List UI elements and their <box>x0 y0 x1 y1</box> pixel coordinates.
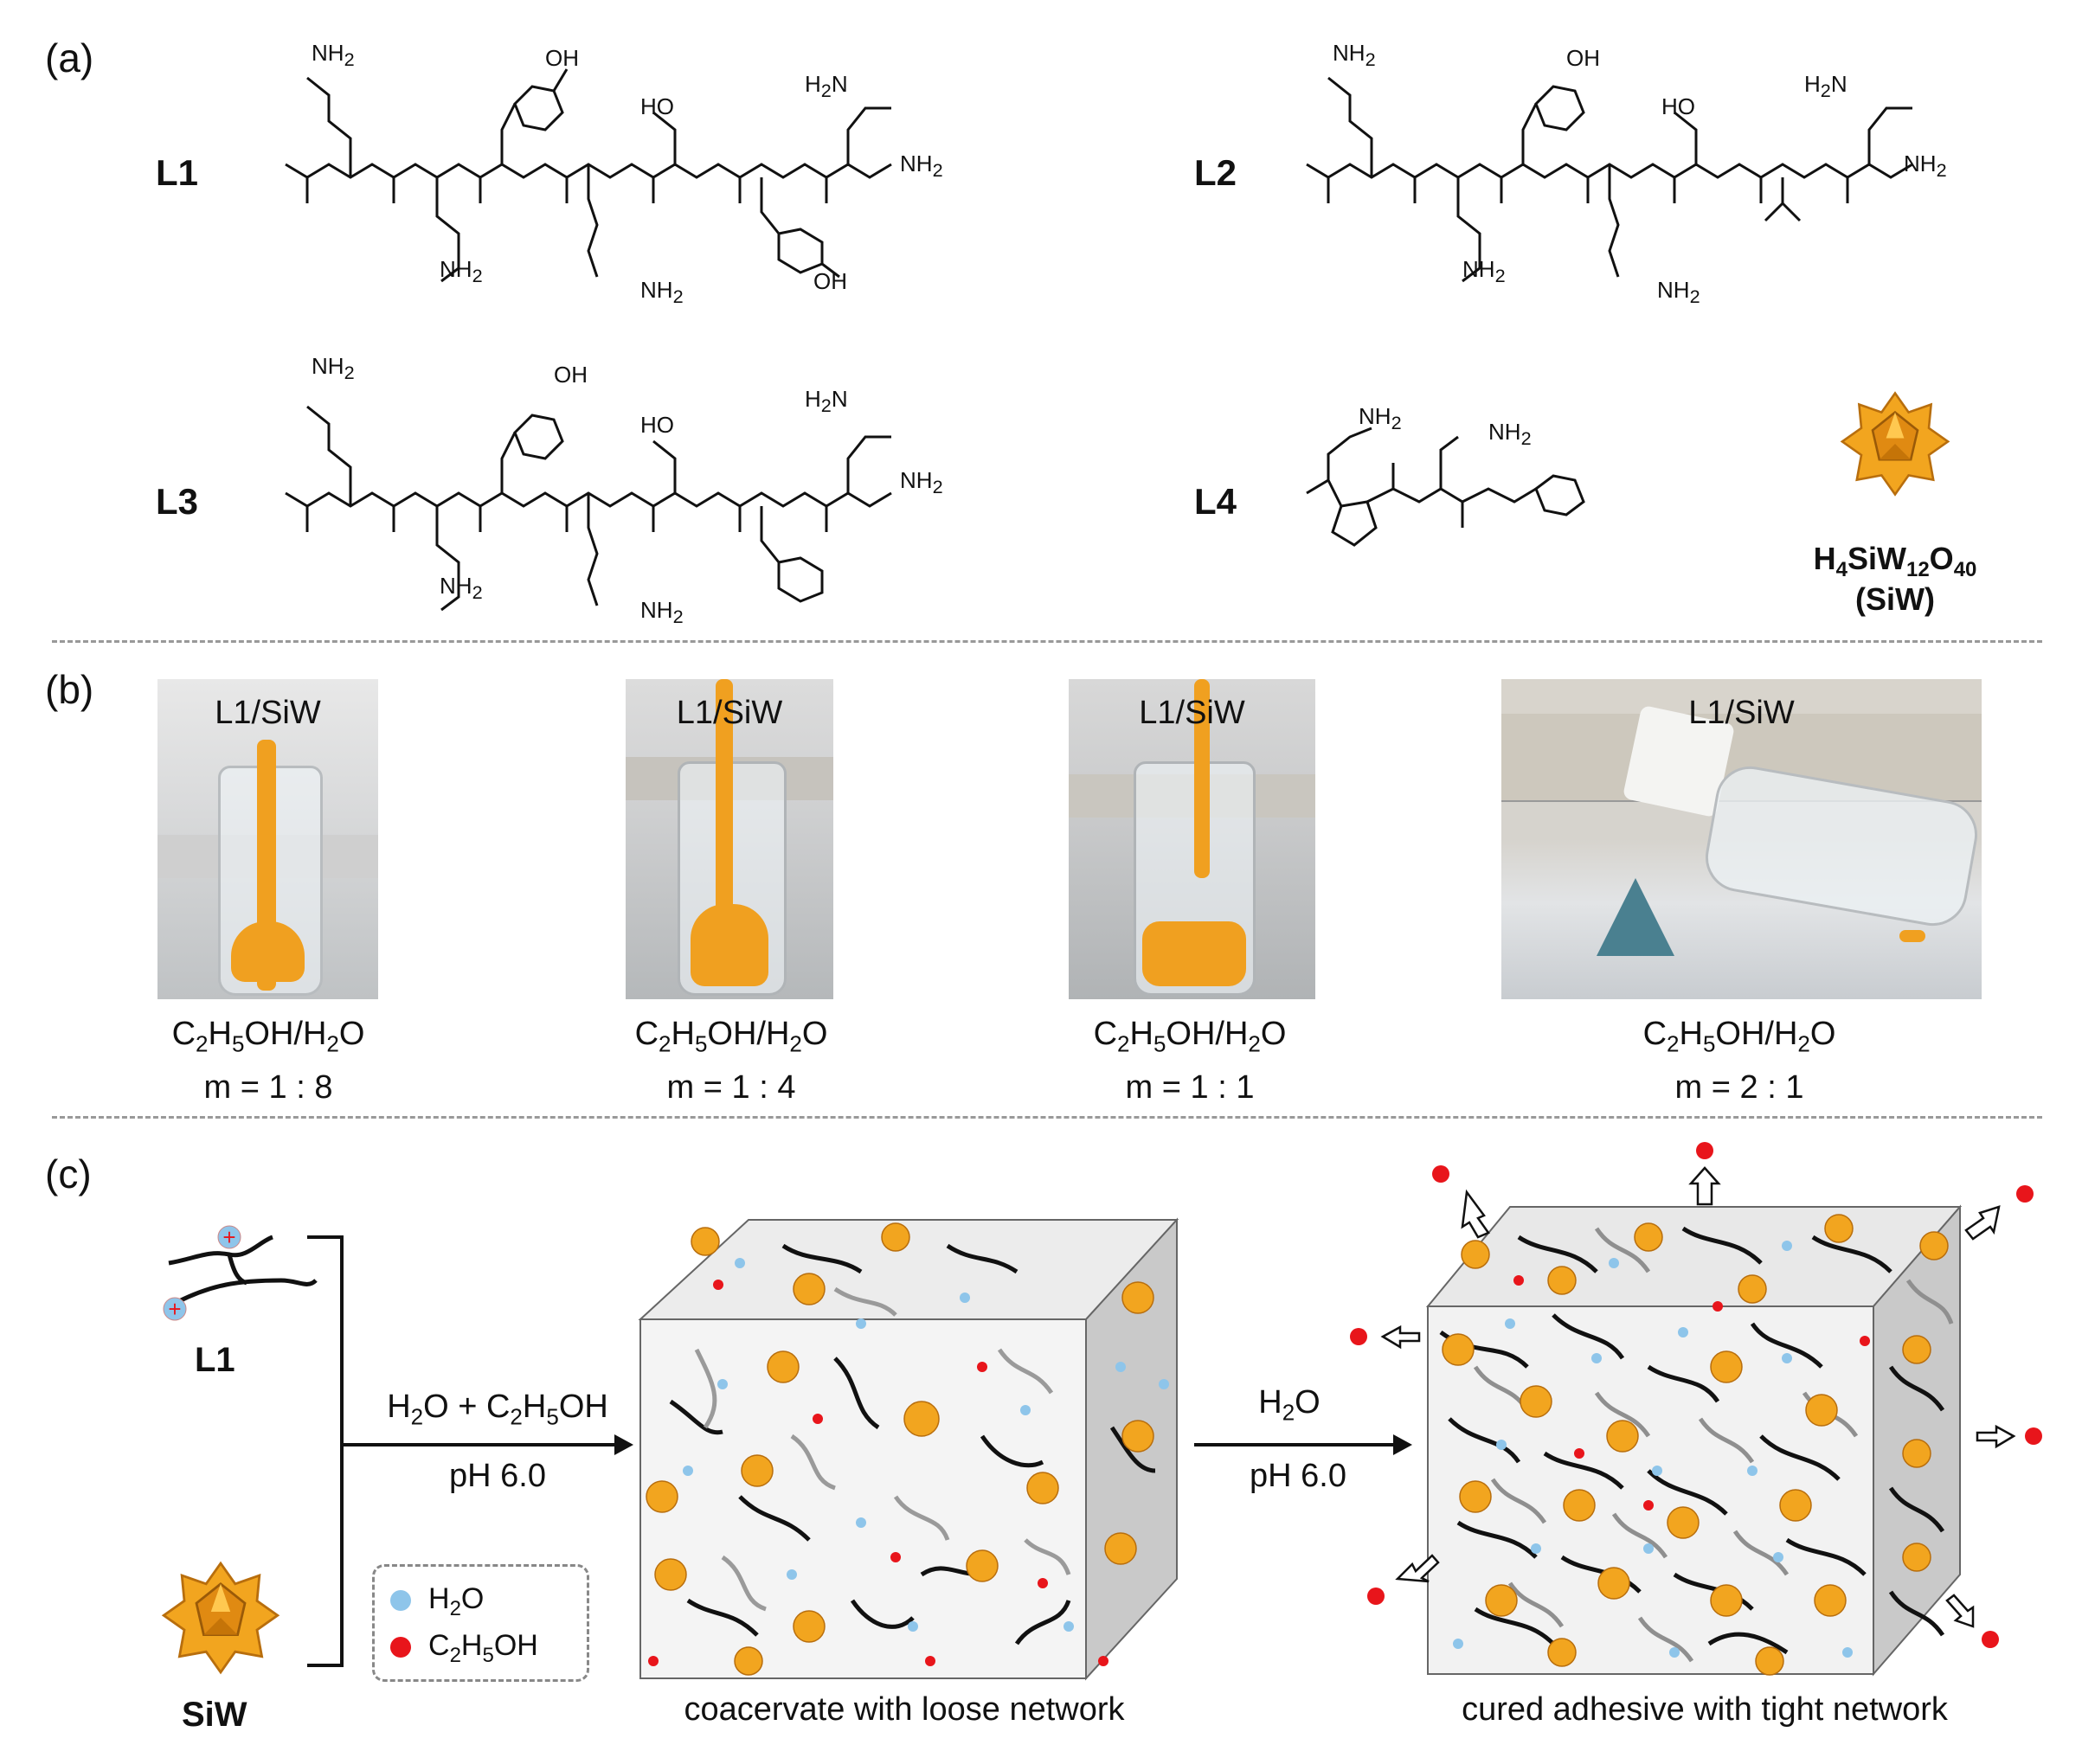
l1-oh-top: OH <box>545 45 579 71</box>
panel-label-a: (a) <box>45 35 94 80</box>
scheme-arrows <box>307 1235 1412 1667</box>
ligand-label-l2: L2 <box>1194 152 1237 193</box>
photo-title-4: L1/SiW <box>1688 695 1795 731</box>
ratio-label-3: C2H5OH/H2O m = 1 : 1 <box>1093 1016 1287 1106</box>
step2-condition-bottom: pH 6.0 <box>1250 1458 1346 1494</box>
l1-nh2-top: NH2 <box>312 40 355 71</box>
caption-coacervate: coacervate with loose network <box>684 1691 1125 1728</box>
ligand-structure-l2 <box>1306 76 1913 283</box>
ratio-label-1: C2H5OH/H2O m = 1 : 8 <box>171 1016 365 1106</box>
l2-nh2-end: NH2 <box>1904 151 1947 182</box>
ethanol-release-arrows <box>1350 1142 2042 1648</box>
photo-vial-4: L1/SiW <box>1501 679 1982 999</box>
siw-formula: H4SiW12O40 <box>1813 541 1977 582</box>
photo-title-3: L1/SiW <box>1139 695 1245 731</box>
l4-nh2-top: NH2 <box>1359 403 1402 434</box>
panel-label-c: (c) <box>45 1151 92 1196</box>
photo-vial-1: L1/SiW <box>157 679 378 999</box>
l3-nh2-end: NH2 <box>900 467 943 498</box>
ethanol-dot-icon <box>390 1637 411 1658</box>
l1-h2n: H2N <box>805 71 848 102</box>
l3-ho: HO <box>640 412 674 438</box>
l3-nh2-gln: NH2 <box>440 573 483 604</box>
l1-nh2-lys: NH2 <box>640 277 684 308</box>
svg-text:+: + <box>168 1296 181 1322</box>
legend-ethanol: C2H5OH <box>390 1629 538 1668</box>
legend-water: H2O <box>390 1582 484 1621</box>
caption-cured-adhesive: cured adhesive with tight network <box>1462 1691 1948 1728</box>
svg-text:+: + <box>222 1224 235 1250</box>
cube-loose-network <box>638 1217 1179 1681</box>
l2-nh2-lys: NH2 <box>1657 277 1700 308</box>
scheme-siw-icon <box>161 1561 280 1675</box>
l2-nh2-gln: NH2 <box>1462 256 1506 287</box>
cube-tight-network <box>1425 1204 1963 1677</box>
photo-vial-3: L1/SiW <box>1069 679 1315 999</box>
step1-condition-bottom: pH 6.0 <box>449 1458 546 1494</box>
l3-nh2-lys: NH2 <box>640 597 684 628</box>
photo-title-1: L1/SiW <box>215 695 321 731</box>
l1-ho: HO <box>640 93 674 119</box>
scheme-l1-label: L1 <box>195 1341 235 1379</box>
ligand-structure-l4 <box>1306 427 1585 547</box>
step2-condition-top: H2O <box>1258 1384 1321 1426</box>
l2-h2n: H2N <box>1804 71 1847 102</box>
l2-oh-top: OH <box>1566 45 1600 71</box>
l3-oh-top: OH <box>554 362 588 388</box>
siw-short-name: (SiW) <box>1855 581 1935 617</box>
ratio-label-4: C2H5OH/H2O m = 2 : 1 <box>1642 1016 1836 1106</box>
ligand-structure-l1 <box>285 68 892 283</box>
l3-h2n: H2N <box>805 386 848 417</box>
l2-nh2-top: NH2 <box>1333 40 1376 71</box>
divider-bc <box>52 1116 2042 1119</box>
ligand-label-l3: L3 <box>156 481 199 522</box>
l4-nh2-mid: NH2 <box>1488 419 1532 450</box>
l1-nh2-end: NH2 <box>900 151 943 182</box>
l1-nh2-gln: NH2 <box>440 256 483 287</box>
panel-label-b: (b) <box>45 667 94 712</box>
legend-box: H2O C2H5OH <box>372 1564 589 1682</box>
l1-chain-icon: + + <box>163 1224 318 1322</box>
ligand-label-l4: L4 <box>1194 481 1237 522</box>
l3-nh2-top: NH2 <box>312 353 355 384</box>
divider-ab <box>52 640 2042 643</box>
ligand-label-l1: L1 <box>156 152 199 193</box>
water-dot-icon <box>390 1590 411 1612</box>
ligand-structure-l3 <box>285 405 892 612</box>
photo-title-2: L1/SiW <box>676 695 783 731</box>
step1-condition-top: H2O + C2H5OH <box>387 1389 608 1430</box>
siw-cluster-icon <box>1840 391 1950 497</box>
l1-oh-bottom: OH <box>813 268 847 294</box>
l2-ho: HO <box>1661 93 1695 119</box>
scheme-siw-label: SiW <box>182 1696 247 1734</box>
ratio-label-2: C2H5OH/H2O m = 1 : 4 <box>634 1016 828 1106</box>
photo-vial-2: L1/SiW <box>626 679 833 999</box>
